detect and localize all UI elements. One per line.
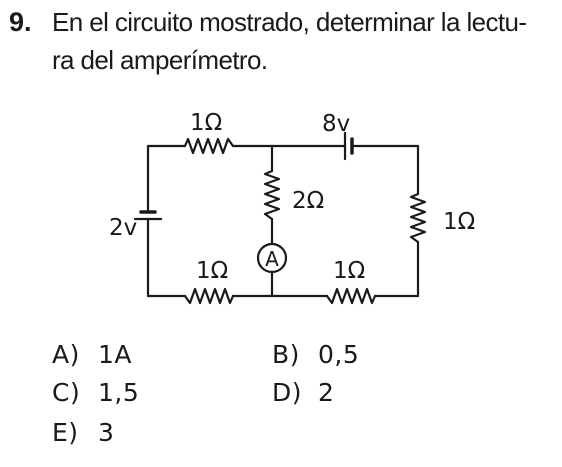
resistor-right-zigzag: [409, 192, 427, 244]
label-source-top: 8v: [322, 111, 350, 137]
question-number: 9.: [9, 7, 32, 37]
option-e-value: 3: [98, 418, 115, 447]
label-source-left: 2v: [109, 215, 137, 241]
option-c-value: 1,5: [98, 378, 140, 407]
option-d-value: 2: [318, 378, 335, 407]
wire-top-right: [350, 144, 420, 196]
option-c[interactable]: C) 1,5: [52, 378, 139, 407]
wire-right-bottom: [373, 240, 420, 298]
option-b-label: B): [272, 340, 300, 369]
question-text-line-1: En el circuito mostrado, determinar la l…: [52, 7, 527, 37]
option-a-label: A): [52, 340, 80, 369]
option-a-value: 1A: [98, 340, 133, 369]
wire-bottom-left: [146, 217, 187, 298]
option-e-label: E): [52, 418, 79, 447]
option-b-value: 0,5: [318, 340, 360, 369]
label-r-bottom-left: 1Ω: [196, 258, 228, 284]
question-text-line-2: ra del amperímetro.: [52, 45, 268, 75]
label-r-top-left: 1Ω: [190, 110, 222, 136]
resistor-middle-zigzag: [263, 169, 281, 221]
resistor-bottom-right-zigzag: [325, 287, 377, 305]
resistor-bottom-left-zigzag: [183, 287, 235, 305]
ammeter-label: A: [265, 247, 279, 271]
option-c-label: C): [52, 378, 81, 407]
label-r-bottom-right: 1Ω: [333, 258, 365, 284]
label-r-right: 1Ω: [443, 209, 475, 235]
label-r-middle: 2Ω: [292, 188, 324, 214]
option-b[interactable]: B) 0,5: [272, 340, 359, 369]
option-e[interactable]: E) 3: [52, 418, 114, 447]
option-a[interactable]: A) 1A: [52, 340, 132, 369]
option-d-label: D): [272, 378, 303, 407]
resistor-top-left-zigzag: [183, 137, 235, 155]
option-d[interactable]: D) 2: [272, 378, 334, 407]
